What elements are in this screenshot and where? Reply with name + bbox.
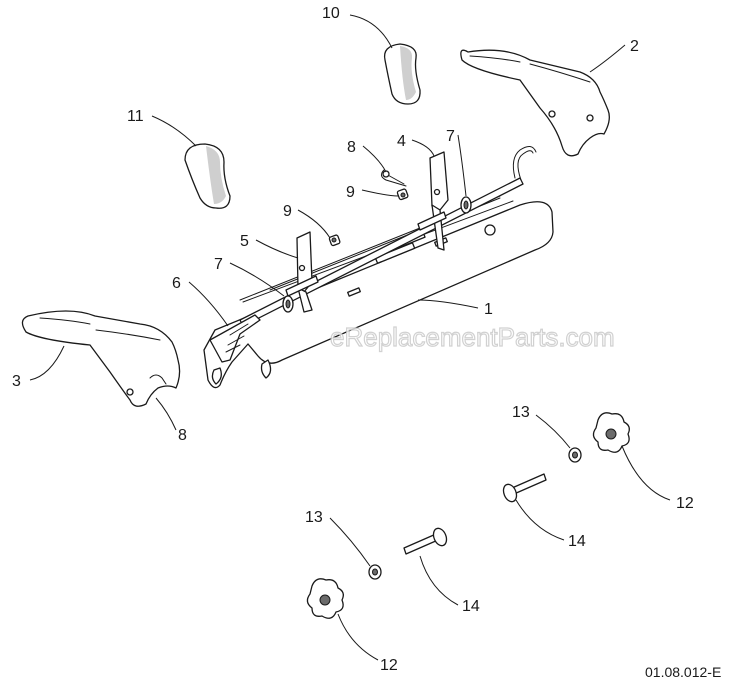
callout-11: 11 <box>127 108 144 125</box>
part-10-knob <box>383 43 421 105</box>
part-14-carriage-bolt-left <box>403 527 448 555</box>
callout-5: 5 <box>240 233 249 250</box>
part-14-carriage-bolt-right <box>502 473 547 503</box>
part-3-handle-grip <box>21 310 181 407</box>
drawing-code: 01.08.012-E <box>645 664 721 680</box>
part-9-bolt-upper <box>396 188 409 201</box>
callout-12-right: 12 <box>676 495 694 512</box>
callout-14-right: 14 <box>568 533 586 550</box>
callout-9-upper: 9 <box>346 184 355 201</box>
part-12-star-knob-left <box>306 578 344 619</box>
part-5-lever-plate <box>285 231 319 313</box>
callout-13-left: 13 <box>305 509 323 526</box>
part-13-nut-right <box>568 447 582 463</box>
callout-13-right: 13 <box>512 404 530 421</box>
callout-14-left: 14 <box>462 598 480 615</box>
part-1-bracket-plate <box>203 195 554 389</box>
part-13-nut-left <box>368 564 382 580</box>
callout-8-lower: 8 <box>178 427 187 444</box>
part-7-collar-right <box>460 196 472 214</box>
part-9-bolt-lower <box>328 234 341 247</box>
part-6-linkage <box>209 314 261 363</box>
leader-lines <box>29 14 671 661</box>
callout-7-lower: 7 <box>214 256 223 273</box>
callout-6: 6 <box>172 275 181 292</box>
part-12-star-knob-right <box>592 412 630 453</box>
callout-7-upper: 7 <box>446 128 455 145</box>
callout-9-lower: 9 <box>283 203 292 220</box>
callout-4: 4 <box>397 133 406 150</box>
part-11-knob <box>184 143 231 209</box>
callout-12-left: 12 <box>380 657 398 674</box>
part-2-handle-grip <box>460 49 610 157</box>
callout-1: 1 <box>484 301 493 318</box>
watermark-text: eReplacementParts.com <box>330 322 615 352</box>
part-4-lever-plate <box>417 151 449 251</box>
callout-2: 2 <box>630 38 639 55</box>
callout-labels: 10 2 11 8 4 7 9 9 5 7 6 1 3 8 13 12 14 1… <box>12 5 694 674</box>
callout-10: 10 <box>322 5 340 22</box>
callout-3: 3 <box>12 373 21 390</box>
part-7-collar-left <box>282 295 294 313</box>
part-8-hairpin-clip-upper <box>380 169 407 187</box>
callout-8-upper: 8 <box>347 139 356 156</box>
